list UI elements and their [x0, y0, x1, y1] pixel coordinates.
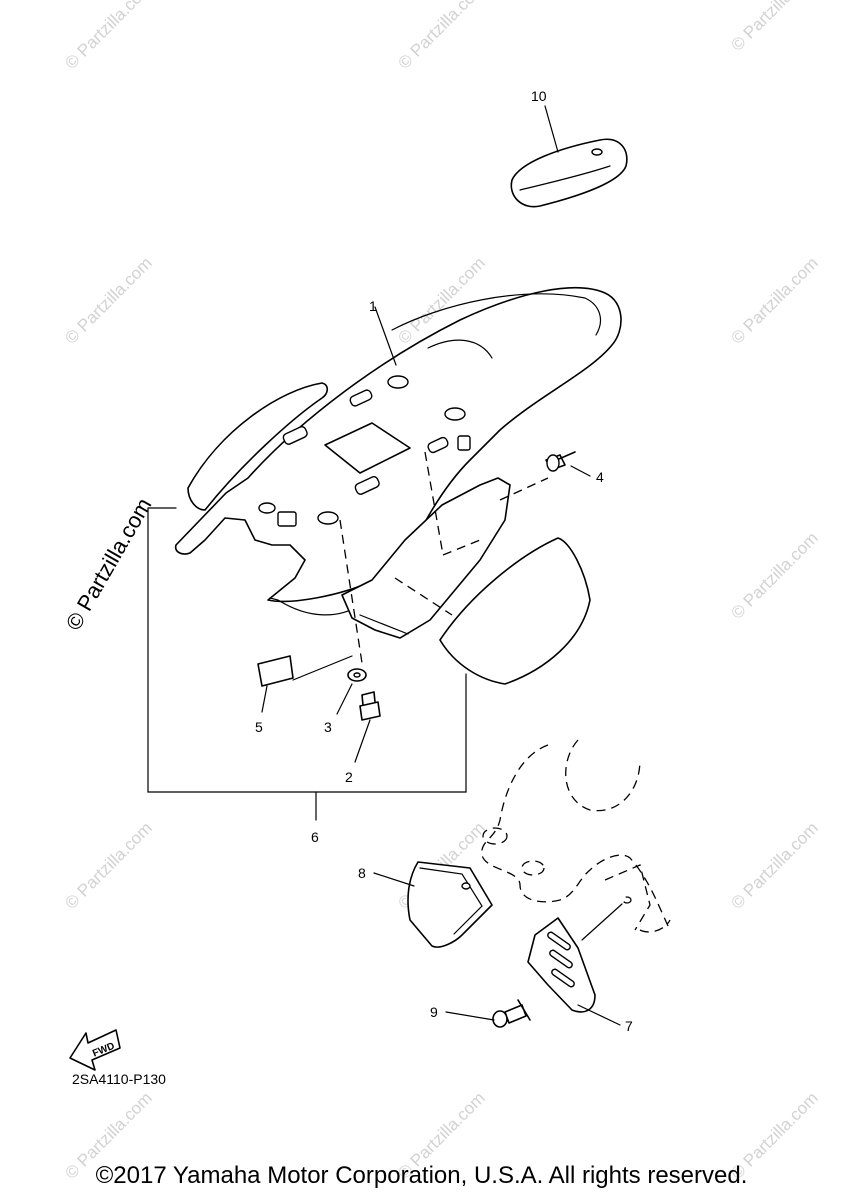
callout-3: 3: [324, 719, 332, 735]
watermark: © Partzilla.com: [727, 0, 821, 55]
callout-5: 5: [255, 719, 263, 735]
part-7-plate: [527, 917, 596, 1013]
diagram-code: 2SA4110-P130: [72, 1071, 166, 1087]
callout-1: 1: [369, 298, 377, 314]
part-10-illustration: [510, 138, 628, 208]
part-5-pad: [257, 655, 294, 687]
watermark: © Partzilla.com: [61, 253, 155, 347]
watermark: © Partzilla.com: [727, 818, 821, 912]
watermark-large: © Partzilla.com: [61, 494, 157, 635]
part-6-assembly-bracket: [147, 507, 467, 821]
callout-9: 9: [430, 1004, 438, 1020]
fwd-arrow-icon: FWD: [69, 1029, 121, 1071]
side-plate-left: [187, 382, 329, 511]
part-9-bolt: [492, 999, 531, 1028]
callout-8: 8: [358, 865, 366, 881]
watermark: © Partzilla.com: [61, 818, 155, 912]
callout-4: 4: [596, 469, 604, 485]
callout-7: 7: [625, 1018, 633, 1034]
watermark: © Partzilla.com: [727, 253, 821, 347]
frame-section: [481, 739, 671, 933]
watermark: © Partzilla.com: [727, 528, 821, 622]
part-1-rear-fender: [174, 287, 622, 616]
part-8-guard: [407, 861, 493, 948]
part-4-bolt: [545, 451, 576, 472]
reflector-panel: [439, 537, 591, 685]
callout-6: 6: [311, 829, 319, 845]
callout-2: 2: [345, 769, 353, 785]
part-2-bolt: [359, 691, 381, 721]
callout-10: 10: [531, 88, 547, 104]
number-plate: [341, 477, 511, 639]
copyright-notice: ©2017 Yamaha Motor Corporation, U.S.A. A…: [95, 1162, 748, 1189]
watermark: © Partzilla.com: [394, 0, 488, 73]
part-3-washer: [347, 668, 367, 682]
watermark: © Partzilla.com: [61, 0, 155, 73]
